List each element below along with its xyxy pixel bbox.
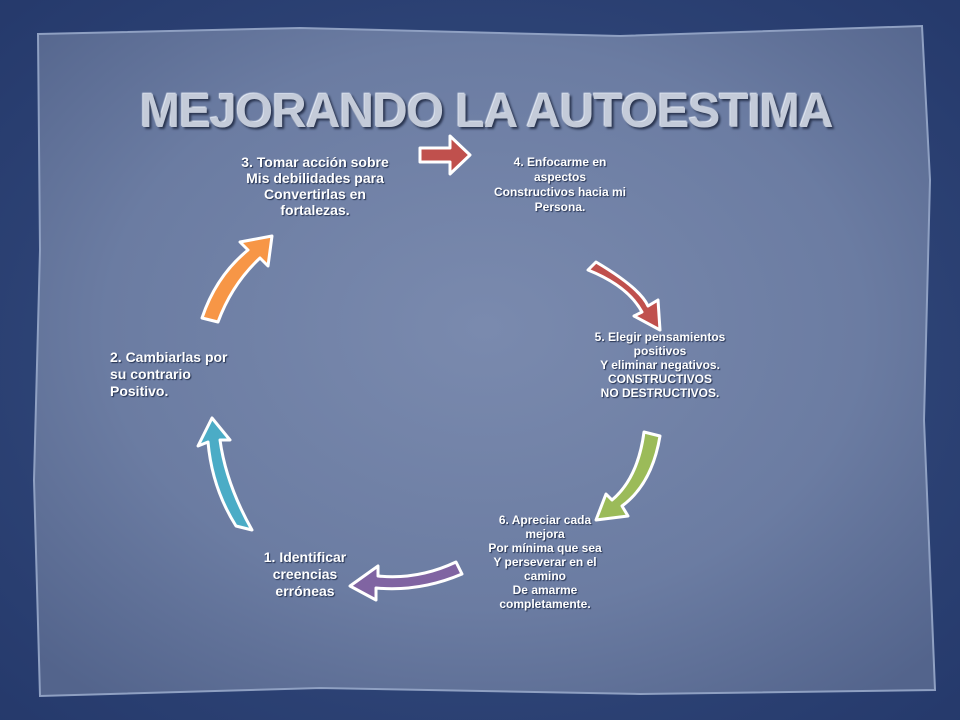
slide-title: MEJORANDO LA AUTOESTIMA	[140, 85, 834, 138]
arrow-3-to-4	[418, 134, 472, 176]
arrow-2-to-3	[200, 234, 274, 324]
step-3-label: 3. Tomar acción sobre Mis debilidades pa…	[241, 154, 389, 218]
step-4-label: 4. Enfocarme en aspectos Constructivos h…	[493, 155, 627, 214]
step-1-label: 1. Identificar creencias erróneas	[263, 549, 347, 599]
arrow-1-to-2	[196, 416, 254, 532]
slide-panel	[32, 24, 937, 698]
arrow-5-to-6	[594, 430, 662, 522]
step-2-label: 2. Cambiarlas por su contrario Positivo.	[110, 349, 228, 399]
step-5-label: 5. Elegir pensamientos positivos Y elimi…	[594, 330, 726, 400]
arrow-4-to-5	[586, 260, 662, 332]
step-6-label: 6. Apreciar cada mejora Por mínima que s…	[488, 513, 602, 611]
arrow-6-to-1	[348, 560, 464, 602]
